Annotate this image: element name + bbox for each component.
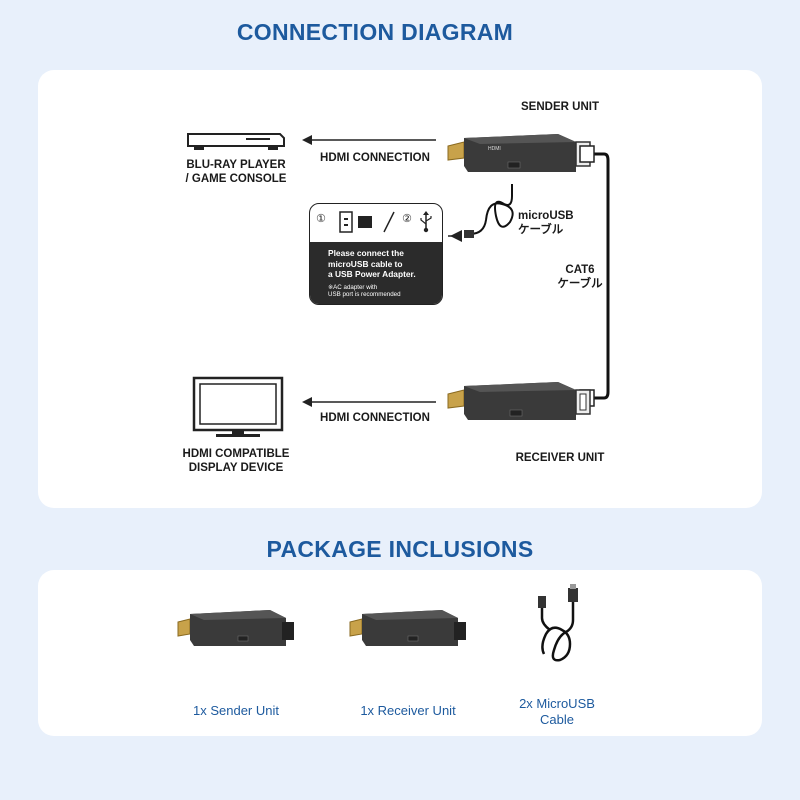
usb-plug-icon bbox=[538, 584, 578, 662]
connection-diagram-title: CONNECTION DIAGRAM bbox=[236, 19, 514, 45]
power-instruction-box: ① ② Please connect the microUSB cable to… bbox=[309, 203, 443, 305]
included-item-caption: 1x Receiver Unit bbox=[360, 703, 456, 718]
bluray-player-icon bbox=[187, 133, 285, 150]
package-inclusions-title: PACKAGE INCLUSIONS bbox=[266, 536, 534, 562]
ac-adapter-icon bbox=[339, 211, 372, 233]
sender-unit-label: SENDER UNIT bbox=[521, 101, 599, 113]
included-item-caption: 2x MicroUSB Cable bbox=[519, 696, 595, 727]
receiver-unit-label: RECEIVER UNIT bbox=[515, 452, 605, 464]
instruction-panel: Please connect the microUSB cable to a U… bbox=[310, 242, 442, 304]
svg-text:HDMI: HDMI bbox=[488, 146, 501, 152]
hdmi-connection-label-bottom: HDMI CONNECTION bbox=[320, 412, 430, 424]
monitor-icon bbox=[192, 376, 284, 437]
source-device-label: BLU-RAY PLAYER / GAME CONSOLE bbox=[185, 159, 287, 185]
step-two-marker: ② bbox=[402, 213, 412, 225]
hdmi-connection-label-top: HDMI CONNECTION bbox=[320, 152, 430, 164]
instruction-note: ※AC adapter with USB port is recommended bbox=[328, 284, 401, 298]
microusb-cable-coil bbox=[448, 184, 514, 242]
package-panel bbox=[38, 570, 762, 736]
included-sender-unit bbox=[177, 610, 294, 646]
hdmi-arrow-bottom bbox=[302, 397, 436, 407]
step-one-marker: ① bbox=[316, 213, 326, 225]
cat6-cable-label: CAT6 ケーブル bbox=[557, 264, 603, 290]
microusb-cable-label: microUSB ケーブル bbox=[518, 210, 574, 236]
divider-slash-icon bbox=[383, 211, 395, 233]
display-device-label: HDMI COMPATIBLE DISPLAY DEVICE bbox=[182, 448, 290, 474]
included-item-caption: 1x Sender Unit bbox=[193, 703, 279, 718]
receiver-unit-device bbox=[447, 382, 591, 420]
hdmi-arrow-top bbox=[302, 135, 436, 145]
included-receiver-unit bbox=[349, 610, 466, 646]
instruction-text: Please connect the microUSB cable to a U… bbox=[328, 248, 416, 279]
usb-symbol-icon bbox=[420, 211, 432, 233]
